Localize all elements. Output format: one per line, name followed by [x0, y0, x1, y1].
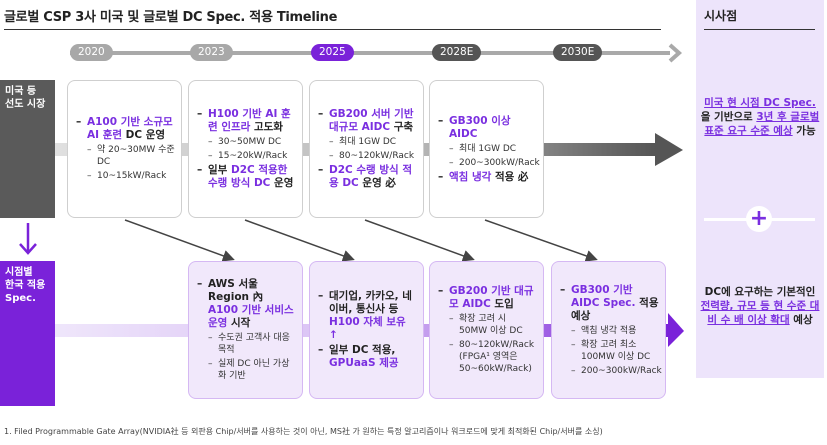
card-detail: 실제 DC 아닌 가상화 기반: [197, 358, 296, 382]
connector-2025-to-2028: [364, 219, 475, 262]
kr-card-2025: 대기업, 카카오, 네이버, 통신사 등 H100 자체 보유 ↑ 일부 DC …: [309, 261, 424, 399]
card-detail: 80~120kW/Rack (FPGA¹ 영역은 50~60kW/Rack): [438, 339, 537, 375]
implication-capacity-expansion: DC에 요구하는 기본적인 전력량, 규모 등 현 수준 대비 수 배 이상 확…: [700, 286, 820, 326]
row-label-line: 시점별: [5, 267, 33, 278]
card-heading: GB200 서버 기반 대규모 AIDC 구축: [318, 108, 417, 134]
us-progress-arrowhead: [655, 133, 683, 166]
card-heading: H100 기반 AI 훈련 인프라 고도화: [197, 108, 296, 134]
us-card-2028e: GB300 이상 AIDC 최대 1GW DC 200~300kW/Rack 액…: [429, 80, 544, 218]
us-card-2023: H100 기반 AI 훈련 인프라 고도화 30~50MW DC 15~20kW…: [188, 80, 303, 218]
card-heading: 대기업, 카카오, 네이버, 통신사 등 H100 자체 보유 ↑: [318, 290, 417, 342]
connector-2023-to-2025: [244, 219, 355, 262]
card-detail: 최대 1GW DC: [318, 136, 417, 148]
kr-progress-arrowhead: [668, 313, 684, 347]
footnote: 1. Filed Programmable Gate Array(NVIDIA社…: [4, 427, 603, 436]
card-detail: 15~20kW/Rack: [197, 150, 296, 162]
card-heading: GB300 이상 AIDC: [438, 115, 537, 141]
implication-us-baseline: 미국 현 시점 DC Spec.을 기반으로 3년 후 글로벌 표준 요구 수준…: [700, 97, 820, 137]
year-badge-2030e: 2030E: [553, 44, 603, 61]
card-heading: D2C 수랭 방식 적용 DC 운영 必: [318, 164, 417, 190]
row-label-line: 미국 등: [5, 86, 37, 97]
kr-card-2028e: GB200 기반 대규모 AIDC 도입 확장 고려 시 50MW 이상 DC …: [429, 261, 544, 399]
year-badge-2025: 2025: [311, 44, 354, 61]
kr-card-2030e: GB300 기반 AIDC Spec. 적용 예상 액침 냉각 적용 확장 고려…: [551, 261, 666, 399]
card-detail: 80~120kW/Rack: [318, 150, 417, 162]
us-card-2020: A100 기반 소규모 AI 훈련 DC 운영 약 20~30MW 수준 DC …: [67, 80, 182, 218]
card-detail: 10~15kW/Rack: [76, 170, 175, 182]
card-heading: 액침 냉각 적용 必: [438, 171, 537, 184]
card-heading: GB300 기반 AIDC Spec. 적용 예상: [560, 284, 659, 323]
card-detail: 30~50MW DC: [197, 136, 296, 148]
implications-title: 시사점: [704, 9, 738, 23]
card-heading: 일부 DC 적용, GPUaaS 제공: [318, 344, 417, 370]
plus-icon: +: [746, 206, 772, 232]
card-heading: AWS 서울 Region 內 A100 기반 서비스 운영 시작: [197, 278, 296, 330]
connector-2028-to-2030: [484, 219, 598, 262]
kr-card-2023: AWS 서울 Region 內 A100 기반 서비스 운영 시작 수도권 고객…: [188, 261, 303, 399]
card-detail: 액침 냉각 적용: [560, 325, 659, 337]
card-heading: GB200 기반 대규모 AIDC 도입: [438, 285, 537, 311]
year-badge-2028e: 2028E: [432, 44, 482, 61]
title-divider: [4, 29, 661, 30]
card-detail: 수도권 고객사 대응 목적: [197, 332, 296, 356]
card-detail: 약 20~30MW 수준 DC: [76, 144, 175, 168]
row-label-korea-spec: 시점별 한국 적용 Spec.: [0, 261, 55, 406]
connector-2020-to-2023: [124, 219, 235, 262]
year-badge-2020: 2020: [70, 44, 113, 61]
card-detail: 200~300kW/Rack: [438, 157, 540, 169]
row-label-line: 한국 적용: [5, 280, 46, 291]
card-heading: A100 기반 소규모 AI 훈련 DC 운영: [76, 116, 175, 142]
row-label-line: 선도 시장: [5, 99, 46, 110]
implications-divider: [704, 29, 815, 30]
us-card-2025: GB200 서버 기반 대규모 AIDC 구축 최대 1GW DC 80~120…: [309, 80, 424, 218]
timeline-axis: [70, 51, 670, 55]
year-badge-2023: 2023: [190, 44, 233, 61]
card-detail: 최대 1GW DC: [438, 143, 537, 155]
row-label-line: Spec.: [5, 293, 36, 304]
card-detail: 200~300kW/Rack: [560, 365, 662, 377]
card-heading: 일부 D2C 적용한 수랭 방식 DC 운영: [197, 164, 296, 190]
card-detail: 확장 고려 시 50MW 이상 DC: [438, 313, 537, 337]
down-arrow-icon: [19, 223, 37, 255]
card-detail: 확장 고려 최소 100MW 이상 DC: [560, 339, 659, 363]
implications-panel: 시사점 미국 현 시점 DC Spec.을 기반으로 3년 후 글로벌 표준 요…: [696, 0, 824, 378]
page-title: 글로벌 CSP 3사 미국 및 글로벌 DC Spec. 적용 Timeline: [4, 10, 338, 25]
timeline-arrowhead: [668, 43, 683, 63]
row-label-us-leading-market: 미국 등 선도 시장: [0, 80, 55, 218]
